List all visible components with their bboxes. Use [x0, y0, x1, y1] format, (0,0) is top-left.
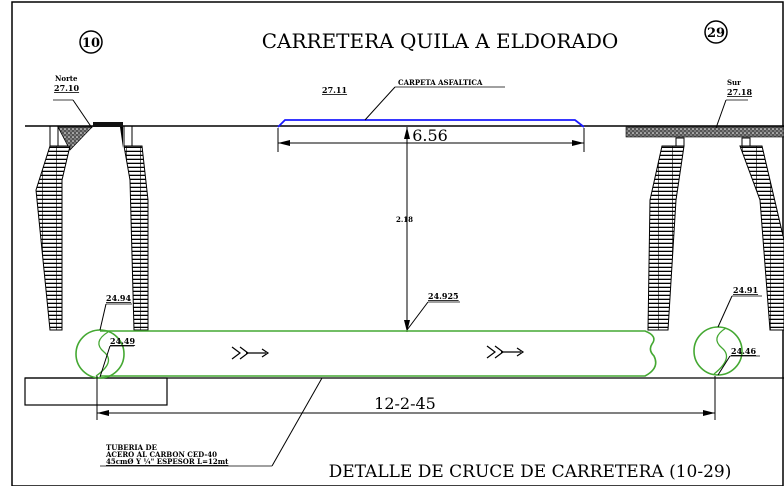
- manhole-right-id: 29: [707, 26, 725, 41]
- south-label: Sur: [727, 78, 741, 87]
- manhole-left-id: 10: [82, 36, 100, 51]
- south-leader: [715, 99, 727, 129]
- pipe-note-line2: ACERO AL CARBON CED-40: [105, 450, 217, 459]
- left-invert-elev: 24.49: [110, 336, 135, 346]
- manhole-right-badge: 29: [704, 20, 728, 44]
- south-elev: 27.18: [727, 87, 752, 97]
- right-invert-elev: 24.46: [731, 346, 756, 356]
- left-invert-leader: [99, 345, 111, 378]
- asphalt-leader: [364, 86, 396, 121]
- flow-arrow-icon: [486, 345, 525, 359]
- pipe-note-leader: [271, 377, 323, 467]
- pipe-note-line3: 45cmØ Y ¼" ESPESOR L=12mt: [106, 457, 229, 466]
- detail-title: DETALLE DE CRUCE DE CARRETERA (10-29): [329, 462, 732, 482]
- right-invert-leader: [717, 355, 731, 376]
- north-elev: 27.10: [54, 83, 79, 93]
- north-leader: [72, 99, 93, 129]
- pipe-length-dimension: 12-2-45: [96, 376, 716, 420]
- pipe-note-line1: TUBERIA DE: [106, 443, 157, 452]
- depth-dimension: 2.18: [396, 127, 413, 332]
- manhole-left-badge: 10: [79, 30, 103, 54]
- pipe-top-mid-elev: 24.925: [428, 291, 459, 301]
- footing-left: [24, 377, 168, 406]
- left-top-elev: 24.94: [106, 293, 131, 303]
- right-top-elev: 24.91: [733, 285, 758, 295]
- asphalt-label: CARPETA ASFALTICA: [398, 78, 483, 87]
- asphalt-elev: 27.11: [322, 85, 347, 95]
- steel-pipe: [75, 326, 743, 379]
- north-label: Norte: [55, 74, 78, 83]
- road-width-dimension: 6.56: [277, 126, 585, 152]
- manhole-right: [625, 126, 784, 331]
- drawing-title: CARRETERA QUILA A ELDORADO: [262, 29, 619, 53]
- right-top-leader: [717, 295, 733, 328]
- pipe-top-mid-leader: [406, 301, 429, 331]
- pipe-length-value: 12-2-45: [374, 394, 436, 413]
- asphalt-layer: [277, 119, 585, 128]
- manhole-left: [35, 122, 149, 331]
- flow-arrow-icon: [231, 346, 270, 360]
- road-width-value: 6.56: [412, 126, 448, 145]
- left-top-leader: [99, 303, 107, 331]
- depth-value: 2.18: [396, 215, 413, 224]
